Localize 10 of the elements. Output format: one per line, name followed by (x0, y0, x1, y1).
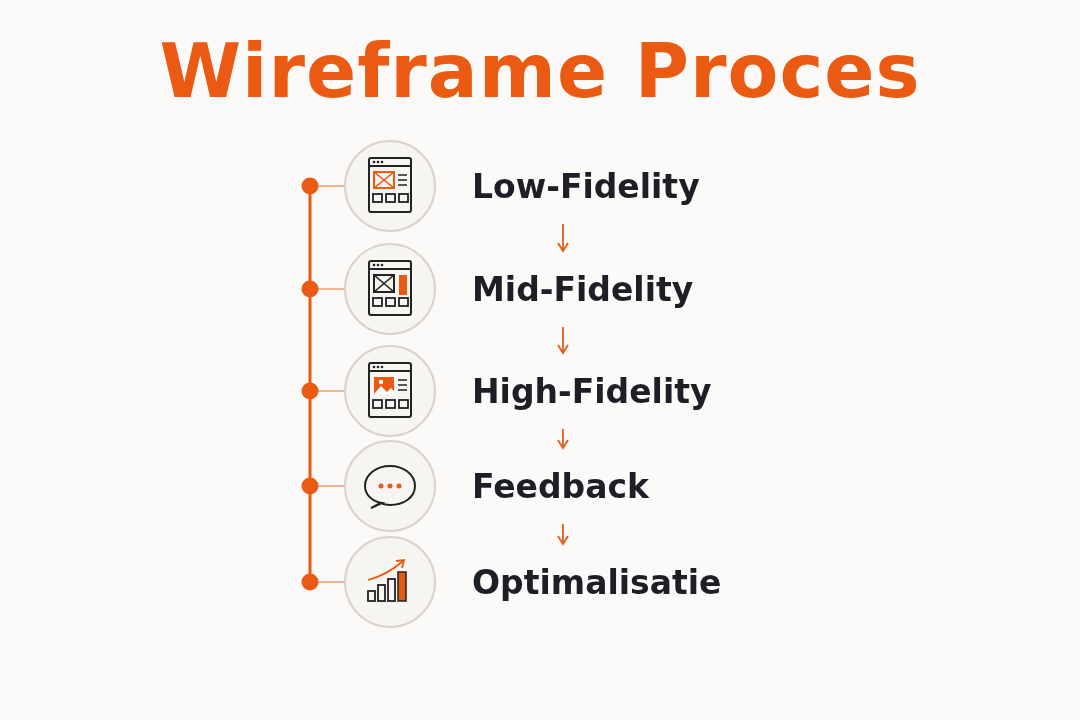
arrow (557, 223, 569, 252)
arrow (557, 326, 569, 354)
step-label: High-Fidelity (472, 353, 712, 429)
arrow (557, 428, 569, 449)
step-label: Low-Fidelity (472, 148, 700, 224)
step-label: Feedback (472, 448, 649, 524)
step-label: Mid-Fidelity (472, 251, 694, 327)
arrow (557, 523, 569, 545)
step-label: Optimalisatie (472, 544, 722, 620)
title: Wireframe Proces (158, 28, 922, 114)
